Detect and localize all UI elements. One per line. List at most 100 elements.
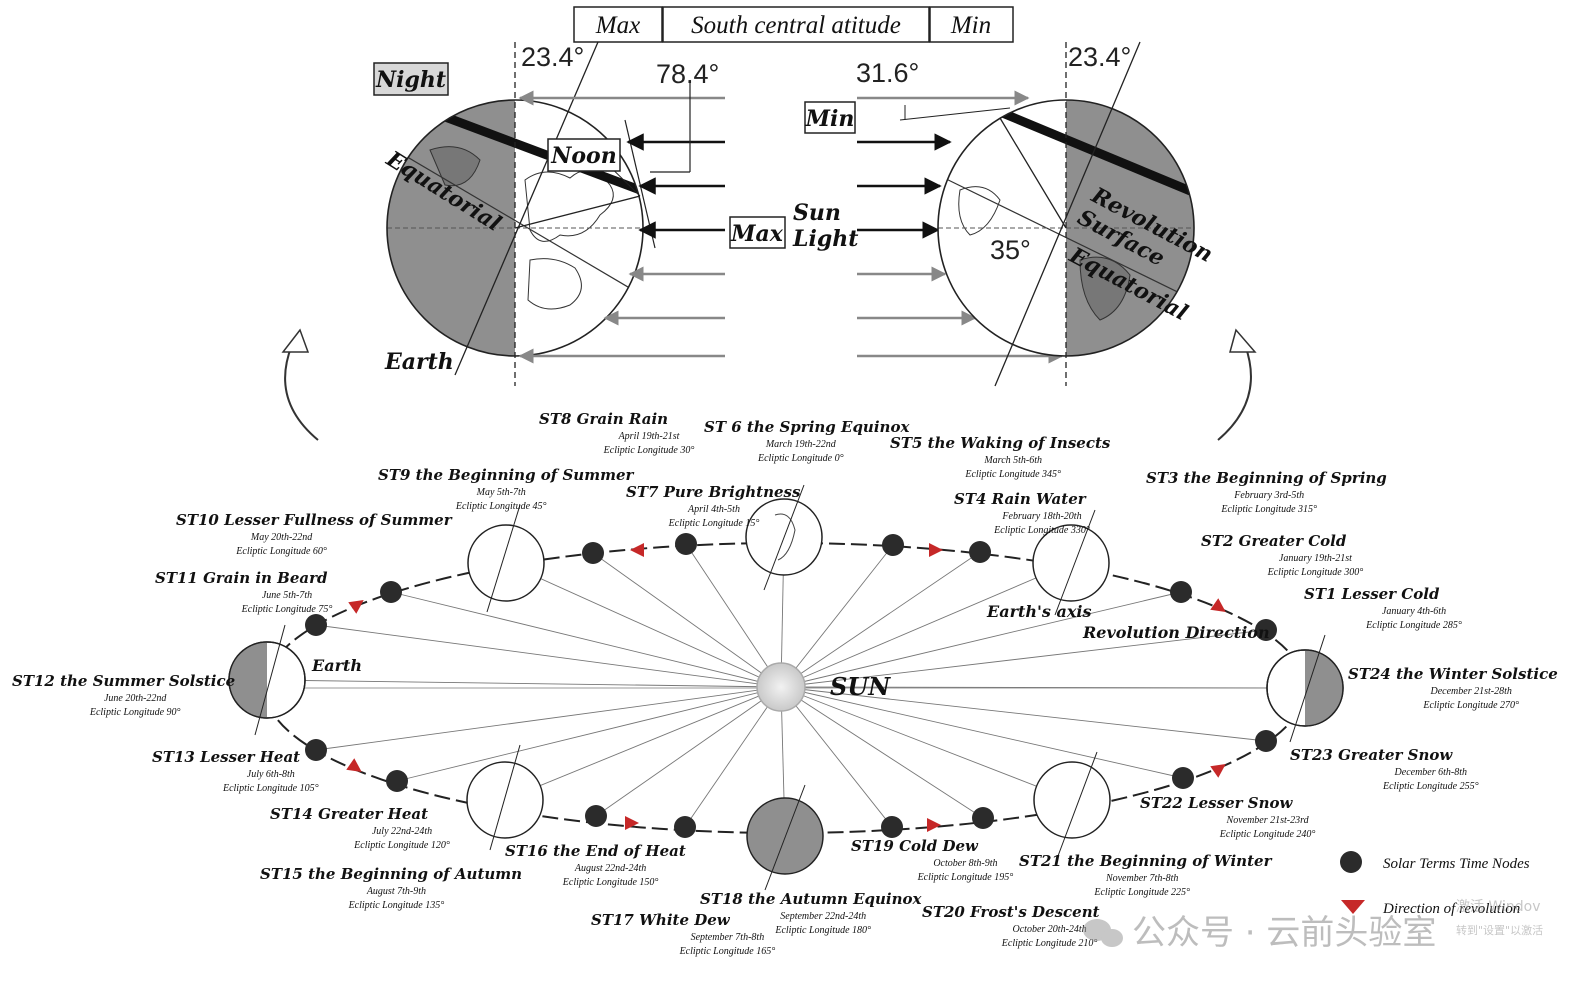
solar-term-longitude: Ecliptic Longitude 240° bbox=[1219, 829, 1316, 840]
solar-term-title: ST1 Lesser Cold bbox=[1304, 585, 1440, 603]
solar-term-node bbox=[1255, 730, 1277, 752]
min-box bbox=[804, 101, 856, 134]
revolution-direction-label: Revolution Direction bbox=[1082, 623, 1270, 642]
globe-st3 bbox=[1032, 509, 1110, 616]
solar-term-date: June 20th-22nd bbox=[104, 693, 167, 704]
solar-term-title: ST8 Grain Rain bbox=[539, 410, 668, 428]
solar-term-longitude: Ecliptic Longitude 255° bbox=[1382, 781, 1479, 792]
left-curved-arrow bbox=[284, 344, 319, 441]
solar-term-title: ST19 Cold Dew bbox=[851, 837, 979, 855]
solar-term-node bbox=[881, 816, 903, 838]
sun-ray bbox=[390, 591, 782, 688]
solar-term-longitude: Ecliptic Longitude 15° bbox=[668, 518, 760, 529]
solar-term-node bbox=[882, 534, 904, 556]
left-continent-australia bbox=[527, 258, 582, 310]
globe-st21 bbox=[1033, 751, 1111, 857]
solar-term-date: December 6th-8th bbox=[1394, 767, 1467, 778]
header-min-box bbox=[929, 6, 1014, 43]
solar-term-longitude: Ecliptic Longitude 135° bbox=[348, 900, 445, 911]
orbit-earth-label: Earth bbox=[311, 656, 362, 675]
noon-box bbox=[547, 138, 621, 172]
header-title: South central atitude bbox=[691, 12, 901, 39]
solar-term-title: ST23 Greater Snow bbox=[1290, 746, 1453, 764]
solar-term-longitude: Ecliptic Longitude 330° bbox=[993, 525, 1090, 536]
legend-nodes-label: Solar Terms Time Nodes bbox=[1383, 856, 1530, 872]
solar-term-longitude: Ecliptic Longitude 75° bbox=[241, 604, 333, 615]
solar-term-longitude: Ecliptic Longitude 270° bbox=[1422, 700, 1519, 711]
solar-term-node bbox=[1255, 619, 1277, 641]
revolution-direction-arrow bbox=[1210, 598, 1226, 613]
solar-term-date: March 19th-22nd bbox=[765, 439, 837, 450]
sun-ray bbox=[595, 686, 782, 817]
solar-term-title: ST2 Greater Cold bbox=[1201, 532, 1347, 550]
header-title-box bbox=[662, 6, 930, 43]
sun-ray bbox=[780, 686, 1073, 801]
sun-ray bbox=[780, 686, 1306, 689]
solar-term-longitude: Ecliptic Longitude 180° bbox=[774, 925, 871, 936]
globe-summer-solstice bbox=[228, 624, 306, 736]
solar-term-node bbox=[585, 805, 607, 827]
solar-term-date: February 3rd-5th bbox=[1233, 490, 1304, 501]
right-tangent-line bbox=[899, 107, 1011, 121]
earths-axis-label: Earth's axis bbox=[986, 602, 1091, 621]
solar-term-longitude: Ecliptic Longitude 150° bbox=[562, 877, 659, 888]
solar-term-title: ST20 Frost's Descent bbox=[922, 903, 1100, 921]
max-box bbox=[729, 216, 786, 249]
watermark: 公众号 · 云前头验室 激活 Windov 转到"设置"以激活 bbox=[1083, 898, 1543, 953]
legend-direction-label: Direction of revolution bbox=[1382, 901, 1520, 917]
solar-term-title: ST16 the End of Heat bbox=[505, 842, 686, 860]
solar-term-title: ST14 Greater Heat bbox=[270, 805, 428, 823]
sun-ray bbox=[315, 624, 782, 688]
solar-term-title: ST24 the Winter Solstice bbox=[1348, 665, 1558, 683]
activate-windows-sub: 转到"设置"以激活 bbox=[1456, 923, 1543, 937]
solar-term-title: ST15 the Beginning of Autumn bbox=[260, 865, 522, 883]
solar-term-date: April 19th-21st bbox=[618, 431, 680, 442]
revolution-direction-arrow bbox=[1210, 763, 1226, 778]
solar-term-longitude: Ecliptic Longitude 300° bbox=[1267, 567, 1364, 578]
right-altitude-angle: 31.6° bbox=[856, 58, 919, 88]
header-min-label: Min bbox=[950, 12, 991, 39]
right-tilt-angle: 23.4° bbox=[1068, 42, 1131, 72]
revolution-direction-arrow bbox=[348, 599, 364, 614]
solar-term-node bbox=[1170, 581, 1192, 603]
sunlight-arrows: Sun Light bbox=[518, 80, 1064, 364]
solar-term-title: ST18 the Autumn Equinox bbox=[700, 890, 923, 908]
noon-label: Noon bbox=[550, 143, 616, 169]
solar-term-longitude: Ecliptic Longitude 345° bbox=[964, 469, 1061, 480]
solar-term-node bbox=[1172, 767, 1194, 789]
solar-term-longitude: Ecliptic Longitude 120° bbox=[353, 840, 450, 851]
solar-term-date: July 6th-8th bbox=[247, 769, 295, 780]
left-globe-group: 23.4° 78.4° Night Noon Equatorial Earth … bbox=[373, 41, 786, 386]
solar-term-title: ST11 Grain in Beard bbox=[155, 569, 328, 587]
solar-term-longitude: Ecliptic Longitude 165° bbox=[679, 946, 776, 957]
solar-term-date: September 7th-8th bbox=[691, 932, 765, 943]
max-label: Max bbox=[730, 221, 784, 247]
sun-ray bbox=[505, 562, 782, 688]
right-continent-b bbox=[1079, 256, 1131, 321]
sun-ray bbox=[685, 543, 782, 688]
solar-term-longitude: Ecliptic Longitude 30° bbox=[603, 445, 695, 456]
left-curved-arrow-head bbox=[281, 328, 310, 353]
solar-term-title: ST12 the Summer Solstice bbox=[12, 672, 235, 690]
solar-term-nodes bbox=[305, 533, 1277, 838]
sun-ray bbox=[780, 686, 984, 819]
solar-term-node bbox=[305, 614, 327, 636]
solar-term-date: June 5th-7th bbox=[262, 590, 312, 601]
solar-term-longitude: Ecliptic Longitude 285° bbox=[1365, 620, 1462, 631]
